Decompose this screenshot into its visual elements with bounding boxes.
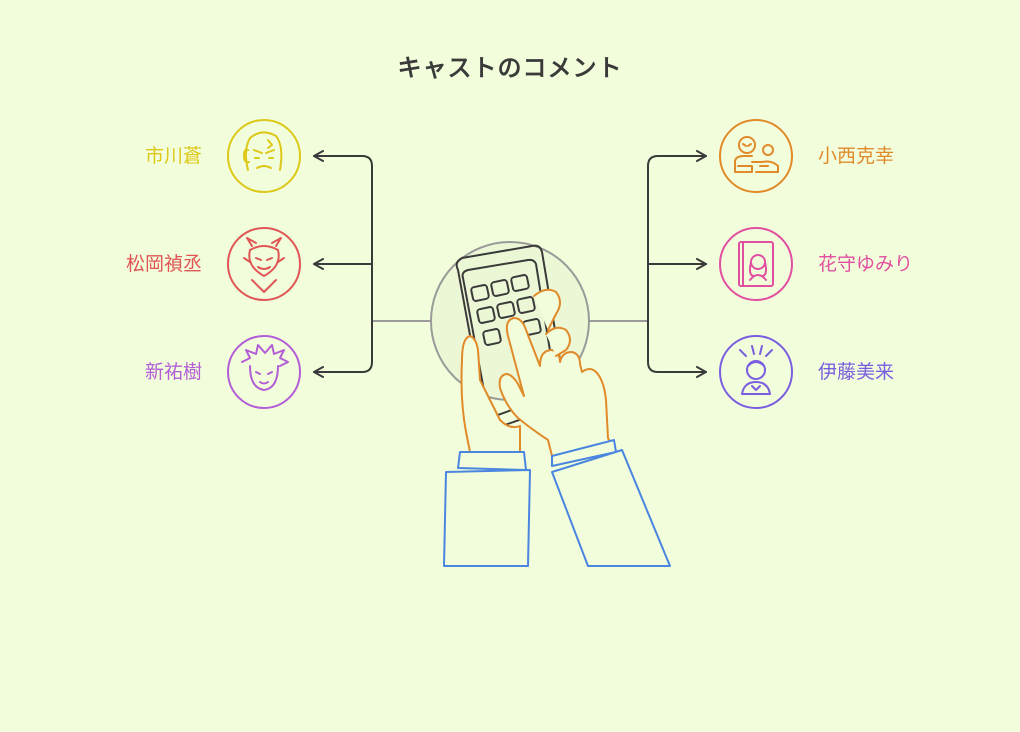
connector-right-3 (647, 320, 707, 378)
connector-left-1 (313, 150, 373, 322)
page-title: キャストのコメント (397, 54, 623, 82)
connector-lines (313, 150, 707, 378)
book-portrait-icon (719, 227, 793, 301)
connector-right-1 (647, 150, 707, 322)
frustrated-face-icon (227, 119, 301, 193)
people-handshake-icon (719, 119, 793, 193)
cast-name-right-1: 小西克幸 (818, 145, 895, 167)
cast-name-right-2: 花守ゆみり (818, 253, 914, 275)
hand-tapping-phone-icon (430, 241, 671, 567)
surprised-person-icon (719, 335, 793, 409)
cast-name-left-3: 新祐樹 (144, 361, 202, 383)
spiky-hair-face-icon (227, 335, 301, 409)
cast-name-left-2: 松岡禎丞 (125, 253, 202, 275)
devil-face-icon (227, 227, 301, 301)
cast-name-right-3: 伊藤美来 (818, 361, 895, 383)
connector-left-3 (313, 320, 373, 378)
cast-name-left-1: 市川蒼 (144, 145, 202, 167)
